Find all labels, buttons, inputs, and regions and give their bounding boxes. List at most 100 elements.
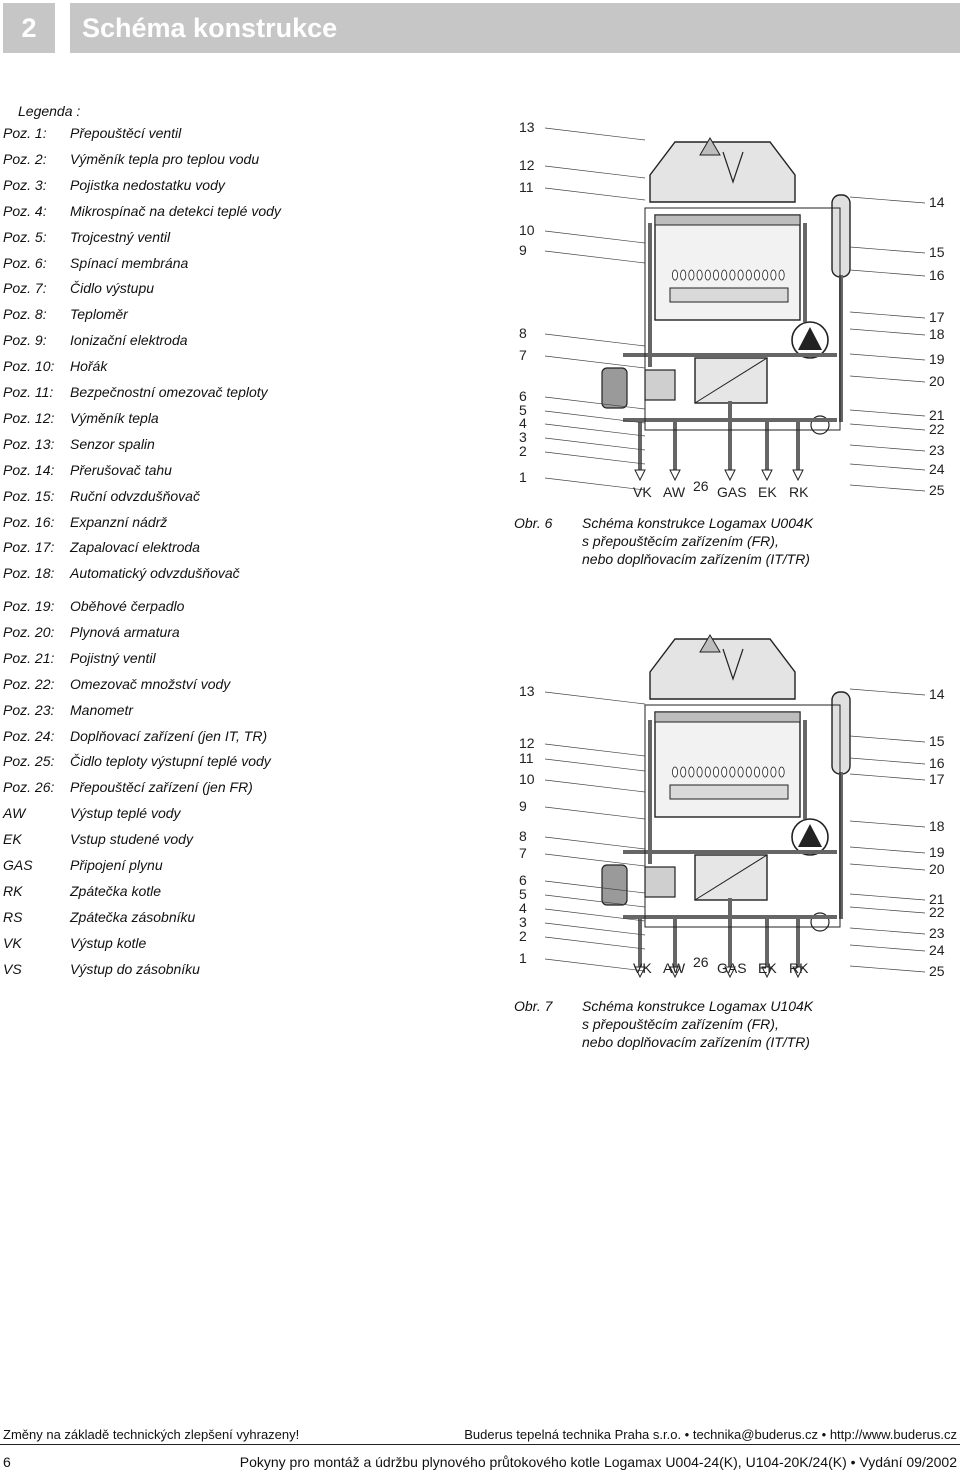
legend-key: Poz. 3:: [3, 176, 47, 193]
legend-key: Poz. 7:: [3, 280, 47, 297]
burner-nozzle: [753, 766, 760, 778]
legend-item: Poz. 4: Mikrospínač na detekci teplé vody: [3, 203, 281, 219]
figure-number: Obr. 7: [514, 998, 553, 1014]
callout-number: 19: [929, 351, 945, 367]
connection-label: EK: [758, 484, 777, 500]
leader-line: [849, 444, 926, 452]
legend-title: Legenda :: [18, 103, 81, 119]
legend-item: Poz. 6:Spínací membrána: [3, 255, 188, 271]
legend-key: Poz. 11:: [3, 384, 54, 400]
legend-label: Doplňovací zařízení (jen IT, TR): [70, 727, 268, 744]
boiler-schematic-u104k: 1312111098765432114151617181920212223242…: [519, 634, 945, 979]
caption-line: s přepouštěcím zařízením (FR),: [582, 1016, 779, 1032]
leader-line: [849, 863, 926, 871]
leader-line: [544, 437, 646, 451]
legend-key: Poz. 22:: [3, 675, 55, 692]
burner-bar: [669, 287, 789, 303]
caption-line: Schéma konstrukce Logamax U004K: [582, 515, 814, 531]
flue-gas-arrow: [722, 151, 744, 184]
legend-item: Poz. 12:Výměník tepla: [3, 410, 159, 426]
legend-item: Poz. 14:Přerušovač tahu: [3, 462, 172, 478]
callout-number: 4: [519, 415, 527, 431]
burner-nozzle: [737, 269, 744, 281]
legend-item: Poz. 21:Pojistný ventil: [3, 650, 156, 666]
document-title: Pokyny pro montáž a údržbu plynového prů…: [239, 1454, 957, 1470]
legend-label: Teploměr: [70, 306, 128, 323]
draught-diverter: [649, 638, 796, 700]
leader-line: [544, 355, 646, 369]
pump-triangle: [798, 327, 822, 350]
legend-label: Čidlo teploty výstupní teplé vody: [70, 753, 271, 770]
caption-text: Schéma konstrukce Logamax U004K s přepou…: [582, 514, 813, 568]
legend-label: Spínací membrána: [70, 254, 189, 271]
leader-line: [544, 451, 646, 465]
shutoff-valve: [634, 966, 646, 979]
leader-line: [849, 846, 926, 854]
leader-line: [849, 246, 926, 254]
legend-key: Poz. 4:: [3, 202, 47, 219]
burner-nozzle: [729, 269, 736, 281]
legend-label: Automatický odvzdušňovač: [70, 565, 240, 582]
legend-key: Poz. 8:: [3, 306, 47, 323]
legend-key: Poz. 13:: [3, 435, 55, 452]
leader-line: [544, 477, 646, 491]
callout-number: 9: [519, 798, 527, 814]
footer-company: Buderus tepelná technika Praha s.r.o. • …: [464, 1427, 957, 1442]
caption-text: Schéma konstrukce Logamax U104K s přepou…: [582, 997, 813, 1051]
burner-nozzle: [680, 766, 687, 778]
burner-nozzle: [688, 269, 695, 281]
legend-label: Trojcestný ventil: [70, 228, 171, 245]
legend-label: Manometr: [70, 701, 134, 718]
legend-label: Přerušovač tahu: [70, 461, 172, 478]
callout-number: 19: [929, 844, 945, 860]
callout-number: 25: [929, 963, 945, 979]
legend-key: VK: [3, 934, 22, 951]
shutoff-valve: [761, 966, 773, 979]
legend-label: Přepouštěcí ventil: [70, 125, 182, 141]
legend-label: Mikrospínač na detekci teplé vody: [70, 202, 281, 219]
three-way-valve: [601, 864, 628, 906]
legend-item: Poz. 13:Senzor spalin: [3, 436, 155, 452]
leader-line: [544, 230, 646, 244]
shutoff-valve: [792, 469, 804, 482]
burner-nozzle: [696, 269, 703, 281]
legend-item: Poz. 24:Doplňovací zařízení (jen IT, TR): [3, 728, 267, 744]
connection-label: AW: [663, 484, 686, 500]
burner-nozzle: [704, 269, 711, 281]
legend-label: Hořák: [70, 358, 108, 375]
burner-nozzle: [696, 766, 703, 778]
burner-bar: [669, 784, 789, 800]
three-way-valve: [601, 367, 628, 409]
connection-label: GAS: [717, 960, 747, 976]
leader-line: [544, 894, 646, 908]
leader-line: [544, 958, 646, 972]
callout-number: 4: [519, 900, 527, 916]
legend-item: Poz. 25:Čidlo teploty výstupní teplé vod…: [3, 753, 271, 769]
draught-diverter: [649, 141, 796, 203]
connection-label: AW: [663, 960, 686, 976]
leader-line: [849, 375, 926, 383]
diverter-block: [644, 866, 676, 898]
callout-number: 9: [519, 242, 527, 258]
burner-nozzle: [729, 766, 736, 778]
legend-label: Výměník tepla pro teplou vodu: [70, 150, 260, 167]
callout-number: 1: [519, 469, 527, 485]
legend-key: Poz. 9:: [3, 332, 47, 349]
legend-key: Poz. 17:: [3, 539, 55, 556]
expansion-tank: [831, 194, 851, 278]
callout-number: 10: [519, 771, 535, 787]
caption-line: nebo doplňovacím zařízením (IT/TR): [582, 1034, 810, 1050]
connection-label: 26: [693, 954, 709, 970]
legend-key: Poz. 12:: [3, 409, 55, 426]
connection-label: EK: [758, 960, 777, 976]
heat-exchanger-casing: [654, 711, 801, 818]
legend-item: Poz. 20:Plynová armatura: [3, 624, 180, 640]
leader-line: [544, 187, 646, 201]
legend-item: Poz. 3:Pojistka nedostatku vody: [3, 177, 225, 193]
leader-line: [544, 779, 646, 793]
plate-diagonal: [694, 854, 768, 901]
callout-number: 13: [519, 119, 535, 135]
